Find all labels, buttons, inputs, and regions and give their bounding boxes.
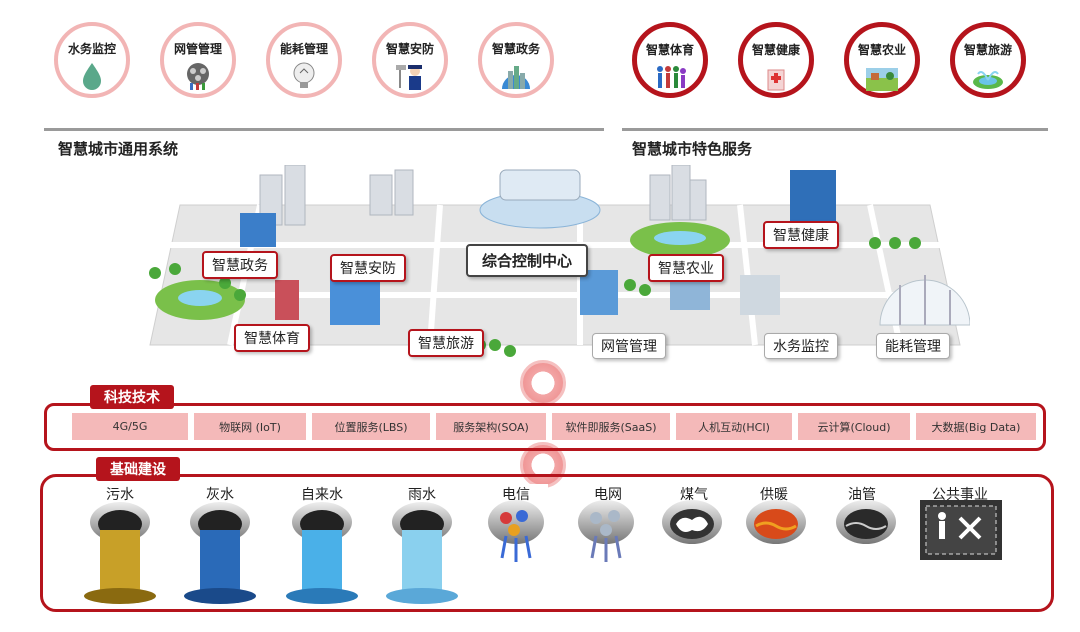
general-services-title: 智慧城市通用系统 (58, 140, 179, 158)
tech-item[interactable]: 物联网 (IoT) (194, 413, 306, 440)
infra-pipes (84, 500, 1002, 604)
tech-title: 科技技术 (90, 385, 174, 409)
general-service-security[interactable]: 智慧安防 (372, 22, 448, 98)
gas-pipe-icon (662, 500, 722, 544)
city-label-water[interactable]: 水务监控 (764, 333, 838, 359)
general-service-energy[interactable]: 能耗管理 (266, 22, 342, 98)
city-label-network[interactable]: 网管管理 (592, 333, 666, 359)
section-divider (44, 128, 604, 131)
tech-band (44, 403, 1046, 451)
general-service-label: 能耗管理 (279, 42, 328, 56)
city-label-energy[interactable]: 能耗管理 (876, 333, 950, 359)
telecom-cable-icon (488, 500, 544, 562)
special-service-sports[interactable]: 智慧体育 (632, 22, 708, 98)
public-utility-icon (920, 500, 1002, 560)
infra-label: 电网 (576, 484, 640, 504)
tech-item[interactable]: 软件即服务(SaaS) (552, 413, 670, 440)
special-service-label: 智慧健康 (751, 43, 800, 57)
network-cable-icon (187, 63, 209, 90)
section-divider (622, 128, 1048, 131)
special-service-label: 智慧体育 (645, 43, 694, 57)
tech-item[interactable]: 云计算(Cloud) (798, 413, 910, 440)
infra-label: 灰水 (188, 484, 252, 504)
general-service-network[interactable]: 网管管理 (160, 22, 236, 98)
tech-item[interactable]: 服务架构(SOA) (436, 413, 546, 440)
tech-item[interactable]: 大数据(Big Data) (916, 413, 1036, 440)
general-service-label: 智慧政务 (491, 42, 540, 56)
heating-pipe-icon (746, 500, 806, 544)
infra-label: 自来水 (290, 484, 354, 504)
government-building-icon (502, 66, 530, 89)
fountain-icon (973, 71, 1003, 89)
rainwater-pipe-icon (386, 502, 458, 604)
infra-label: 电信 (484, 484, 548, 504)
infra-label: 雨水 (390, 484, 454, 504)
special-service-label: 智慧旅游 (963, 43, 1012, 57)
general-service-label: 智慧安防 (385, 42, 434, 56)
hospital-icon (767, 69, 785, 91)
greywater-pipe-icon (184, 502, 256, 604)
oil-pipe-icon (836, 500, 896, 544)
special-services-title: 智慧城市特色服务 (632, 140, 753, 158)
special-service-tourism[interactable]: 智慧旅游 (950, 22, 1026, 98)
tech-item[interactable]: 位置服务(LBS) (312, 413, 430, 440)
special-service-health[interactable]: 智慧健康 (738, 22, 814, 98)
sports-people-icon (657, 66, 686, 88)
infra-title: 基础建设 (96, 457, 180, 481)
city-label-gov[interactable]: 智慧政务 (202, 251, 278, 279)
infra-label: 污水 (88, 484, 152, 504)
special-service-label: 智慧农业 (857, 43, 906, 57)
infra-label: 油管 (830, 484, 894, 504)
city-label-tourism[interactable]: 智慧旅游 (408, 329, 484, 357)
tech-item[interactable]: 人机互动(HCI) (676, 413, 792, 440)
infra-label: 煤气 (662, 484, 726, 504)
city-label-agriculture[interactable]: 智慧农业 (648, 254, 724, 282)
city-label-security[interactable]: 智慧安防 (330, 254, 406, 282)
tech-item[interactable]: 4G/5G (72, 413, 188, 440)
tapwater-pipe-icon (286, 502, 358, 604)
infra-band (40, 474, 1054, 612)
city-label-control-center[interactable]: 综合控制中心 (466, 244, 589, 277)
general-service-label: 水务监控 (67, 42, 116, 56)
infra-label: 公共事业 (920, 484, 1000, 504)
security-guard-icon (396, 65, 422, 90)
farm-icon (866, 68, 898, 91)
light-bulb-icon (293, 62, 315, 88)
city-label-sports[interactable]: 智慧体育 (234, 324, 310, 352)
power-cable-icon (578, 500, 634, 562)
general-service-water[interactable]: 水务监控 (54, 22, 130, 98)
sewage-pipe-icon (84, 502, 156, 604)
infra-label: 供暖 (742, 484, 806, 504)
connector-node (520, 360, 566, 406)
water-drop-icon (83, 63, 101, 90)
city-label-health[interactable]: 智慧健康 (763, 221, 839, 249)
general-service-label: 网管管理 (173, 42, 222, 56)
special-service-agriculture[interactable]: 智慧农业 (844, 22, 920, 98)
general-service-government[interactable]: 智慧政务 (478, 22, 554, 98)
